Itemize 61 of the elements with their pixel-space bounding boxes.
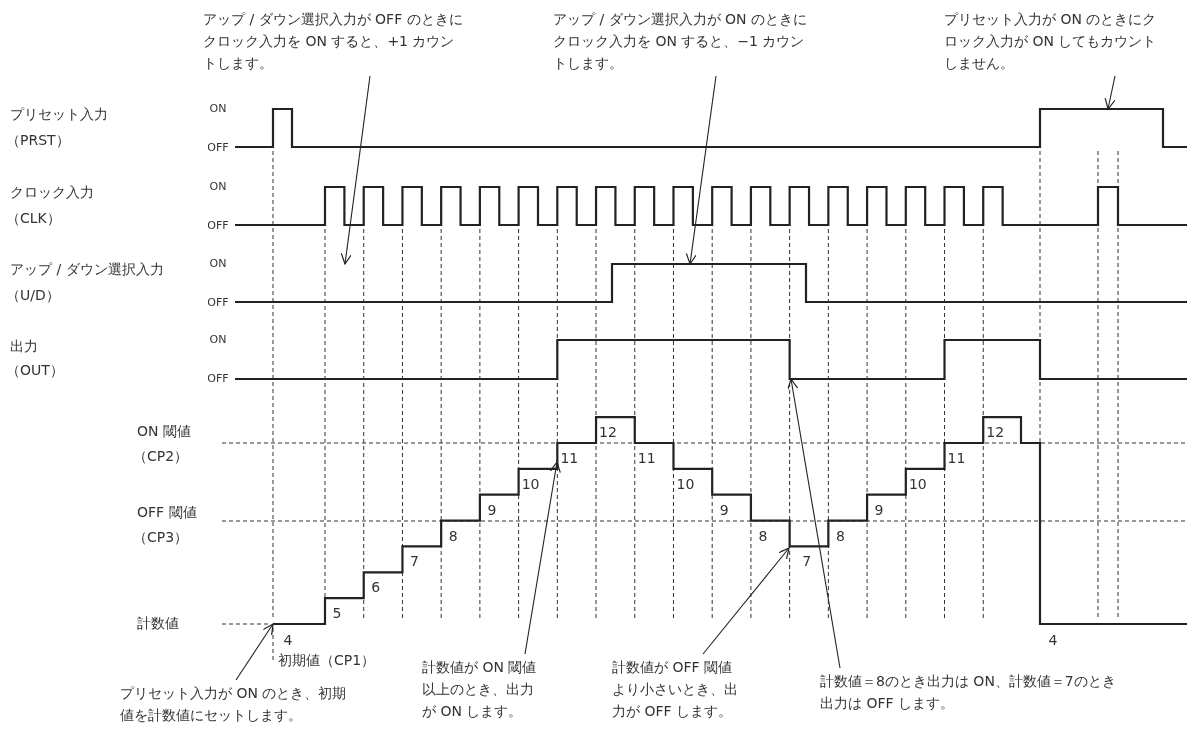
count-value: 11 [947,449,966,466]
up-down-waveform [235,262,1187,304]
count-value: 7 [410,553,419,570]
threshold-label: OFF 閾値 [137,504,197,522]
count-value: 9 [487,501,497,518]
preset-waveform [235,107,1187,149]
row-label: 出力 [10,338,38,356]
leader-line [524,461,561,655]
count-value: 7 [802,553,812,570]
level-label: ON [209,332,227,346]
row-label: クロック入力 [10,184,94,202]
count-value: 4 [1048,632,1058,648]
threshold-label: （CP2） [133,448,189,466]
count-value: 10 [676,475,695,492]
count-value: 8 [448,527,458,544]
row-label: （OUT） [6,362,64,380]
callout-note: プリセット入力が ON のときにクロック入力が ON してもカウントしません。 [944,8,1159,74]
leader-line [340,75,371,265]
row-label: （U/D） [6,287,60,305]
level-label: ON [209,101,227,115]
count-value: 8 [758,527,768,544]
level-label: ON [209,179,227,193]
threshold-label: （CP3） [133,529,189,547]
callout-note: アップ / ダウン選択入力が OFF のときにクロック入力を ON すると、+1 カウントします。 [203,8,465,74]
level-label: OFF [207,140,229,154]
count-value: 12 [986,424,1005,441]
count-value: 4 [283,632,293,648]
count-value: 10 [908,475,927,492]
callout-note: プリセット入力が ON のとき、初期値を計数値にセットします。 [120,682,352,726]
count-label: 計数値 [137,615,179,633]
level-label: ON [209,256,227,270]
level-label: OFF [207,371,229,385]
level-label: OFF [207,218,229,232]
callout-note: 計数値が OFF 閾値より小さいとき、出力が OFF します。 [612,656,738,722]
count-value: 6 [371,579,381,596]
initial-value-label: 初期値（CP1） [278,652,376,670]
count-value: 5 [332,605,342,622]
count-value: 9 [874,501,884,518]
count-value: 10 [521,475,540,492]
leader-line [702,547,790,655]
callout-note: 計数値＝8のとき出力は ON、計数値＝7のとき出力は OFF します。 [820,670,1120,714]
threshold-label: ON 閾値 [137,423,191,441]
level-label: OFF [207,295,229,309]
output-waveform [235,338,1187,381]
callout-note: アップ / ダウン選択入力が ON のときにクロック入力を ON すると、−1 カウントします。 [553,8,808,74]
row-label: （PRST） [6,132,70,150]
count-value: 11 [560,449,579,466]
count-value: 9 [719,501,729,518]
row-label: （CLK） [6,210,61,228]
row-label: アップ / ダウン選択入力 [10,261,164,279]
leader-line [1104,75,1116,110]
clock-waveform [235,185,1187,227]
callout-note: 計数値が ON 閾値以上のとき、出力が ON します。 [422,656,544,722]
count-value: 8 [835,527,845,544]
leader-line [787,378,841,669]
row-label: プリセット入力 [10,106,108,124]
leader-line [235,623,274,681]
count-staircase [273,416,1187,626]
count-value: 11 [637,449,656,466]
leader-line [685,75,717,265]
count-value: 12 [599,424,617,441]
